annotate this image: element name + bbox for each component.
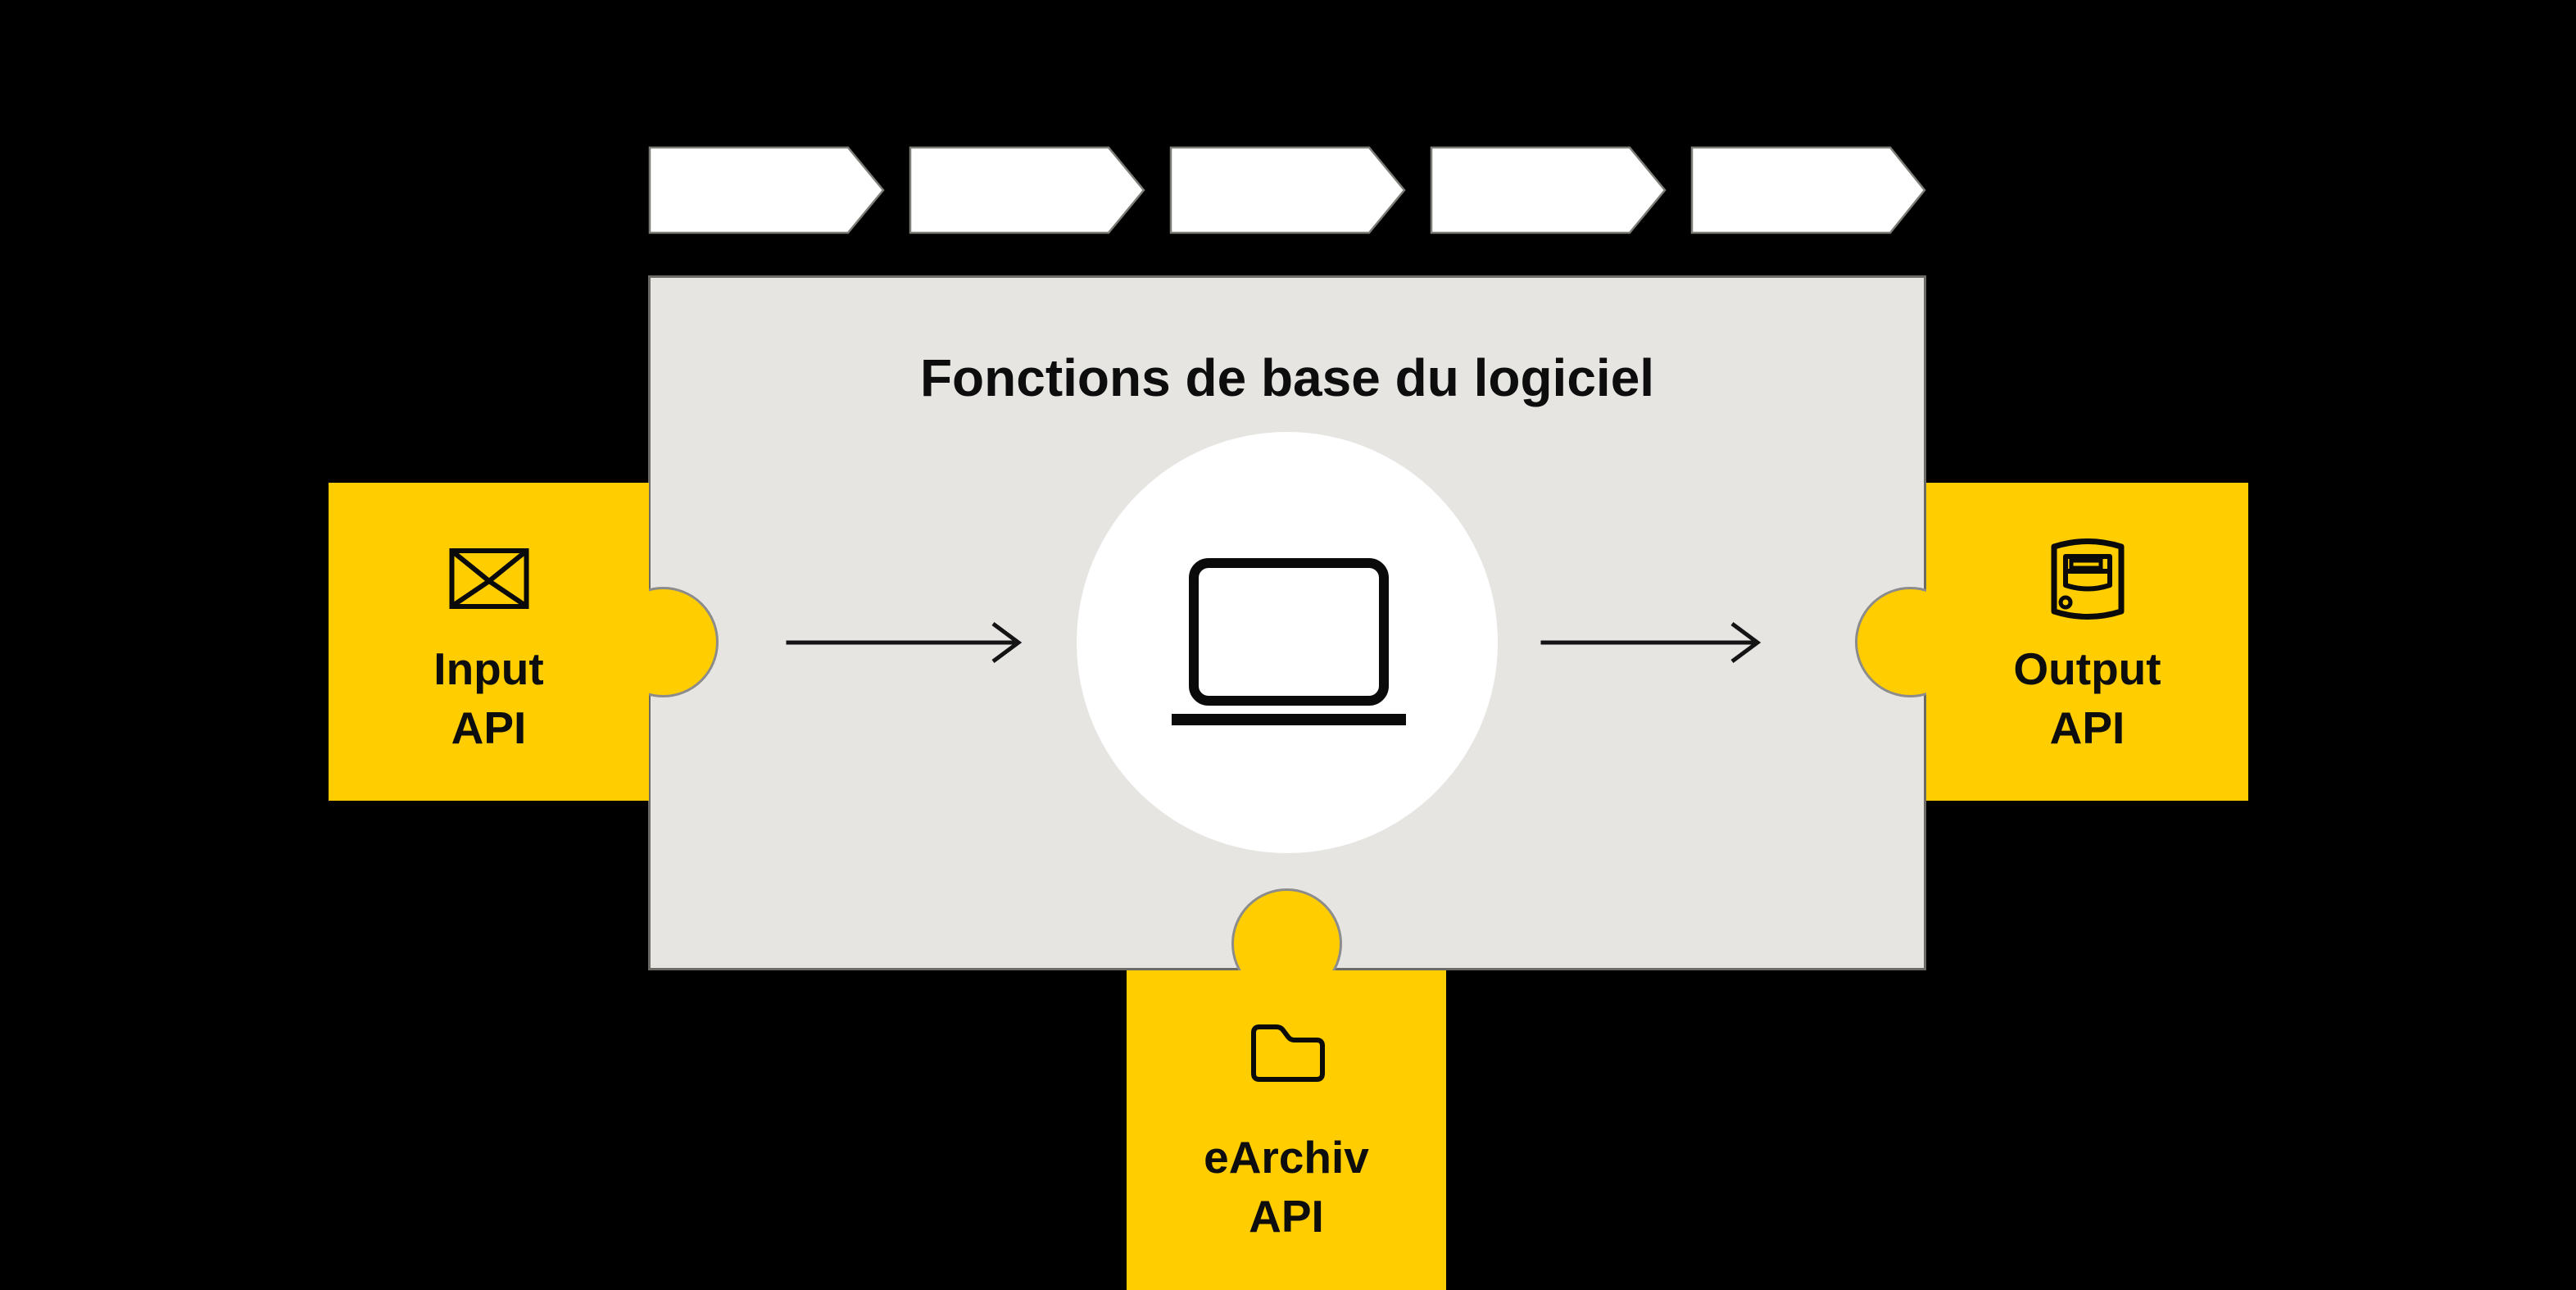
envelope-icon	[449, 548, 528, 609]
output-api-label: Output API	[1926, 639, 2248, 757]
output-api-module: Output API	[1926, 483, 2248, 801]
chevron-step-3	[1169, 146, 1406, 234]
output-api-label-line1: Output	[2013, 643, 2161, 694]
chevron-step-1	[648, 146, 885, 234]
earchiv-api-label-line1: eArchiv	[1204, 1132, 1369, 1183]
server-icon	[2047, 533, 2129, 625]
process-chevron-bar	[648, 146, 1926, 234]
earchiv-api-module: eArchiv API	[1127, 970, 1446, 1290]
input-api-label: Input API	[329, 639, 649, 757]
chevron-step-4	[1430, 146, 1667, 234]
output-api-label-line2: API	[2049, 702, 2125, 753]
earchiv-api-label-line2: API	[1249, 1191, 1324, 1242]
software-core-circle	[1077, 432, 1498, 853]
chevron-step-5	[1690, 146, 1926, 234]
chevron-step-2	[909, 146, 1145, 234]
input-api-label-line1: Input	[433, 643, 544, 694]
earchiv-api-label: eArchiv API	[1127, 1128, 1446, 1246]
input-api-label-line2: API	[451, 702, 527, 753]
folder-icon	[1247, 1019, 1326, 1084]
core-title: Fonctions de base du logiciel	[919, 348, 1655, 407]
input-api-module: Input API	[329, 483, 649, 801]
laptop-icon	[1172, 558, 1406, 725]
